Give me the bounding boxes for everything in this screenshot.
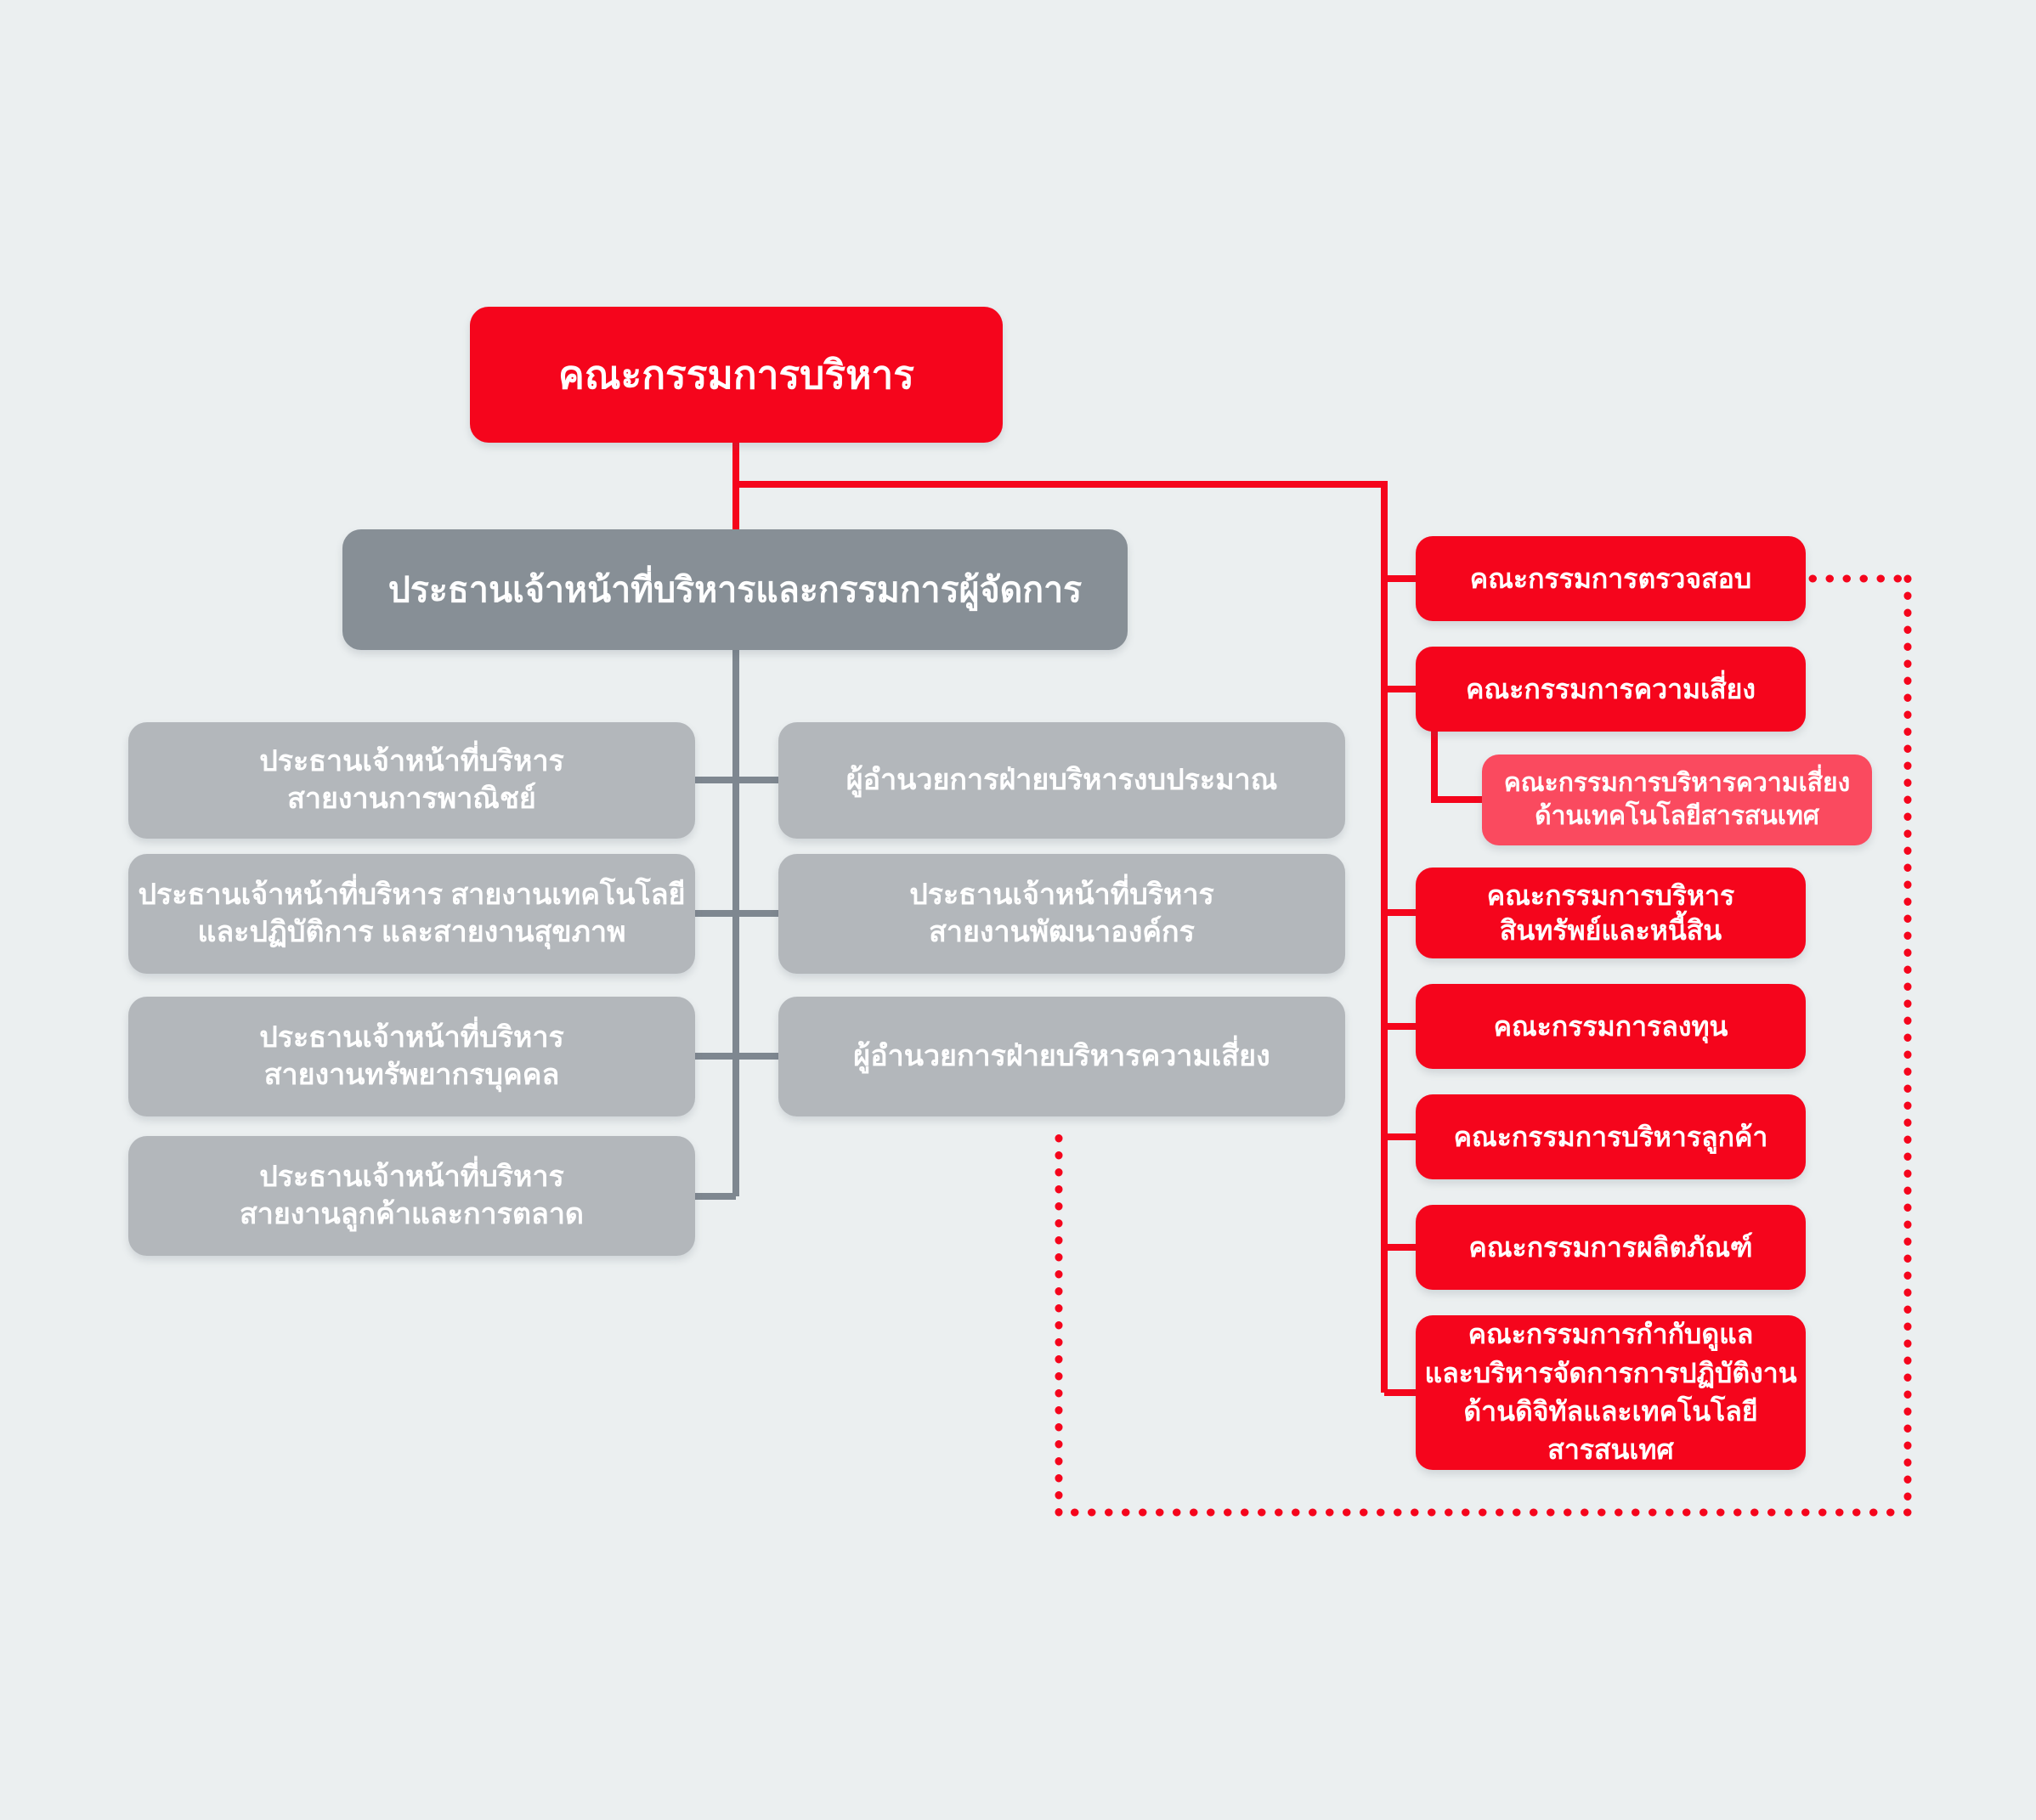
node-board-of-executive-directors: คณะกรรมการบริหาร: [470, 307, 1003, 443]
node-label: คณะกรรมการผลิตภัณฑ์: [1468, 1231, 1753, 1263]
node-asset-liability-committee: คณะกรรมการบริหาร สินทรัพย์และหนี้สิน: [1416, 868, 1806, 958]
node-label: คณะกรรมการบริหารความเสี่ยง ด้านเทคโนโลยี…: [1503, 769, 1851, 830]
node-label: ผู้อำนวยการฝ่ายบริหารงบประมาณ: [846, 763, 1278, 796]
node-customer-management-committee: คณะกรรมการบริหารลูกค้า: [1416, 1094, 1806, 1179]
node-label: ประธานเจ้าหน้าที่บริหาร สายงานทรัพยากรบุ…: [259, 1020, 564, 1091]
node-exec-customer-marketing: ประธานเจ้าหน้าที่บริหาร สายงานลูกค้าและก…: [128, 1136, 695, 1256]
node-label: คณะกรรมการความเสี่ยง: [1466, 673, 1756, 704]
node-label: คณะกรรมการบริหาร สินทรัพย์และหนี้สิน: [1486, 879, 1735, 946]
node-digital-it-governance-committee: คณะกรรมการกำกับดูแล และบริหารจัดการการปฏ…: [1416, 1315, 1806, 1470]
node-label: ประธานเจ้าหน้าที่บริหาร สายงานพัฒนาองค์ก…: [909, 878, 1214, 948]
node-label: คณะกรรมการตรวจสอบ: [1469, 562, 1752, 594]
node-label: ประธานเจ้าหน้าที่บริหาร สายงานลูกค้าและก…: [240, 1160, 584, 1230]
node-label: ประธานเจ้าหน้าที่บริหาร สายงานเทคโนโลยี …: [138, 878, 686, 948]
node-exec-technology-operations-health: ประธานเจ้าหน้าที่บริหาร สายงานเทคโนโลยี …: [128, 854, 695, 974]
node-investment-committee: คณะกรรมการลงทุน: [1416, 984, 1806, 1069]
connector-risk-to-subcommittee: [1431, 729, 1482, 803]
node-exec-commercial: ประธานเจ้าหน้าที่บริหาร สายงานการพาณิชย์: [128, 722, 695, 839]
node-label: ประธานเจ้าหน้าที่บริหาร สายงานการพาณิชย์: [259, 744, 564, 815]
node-label: คณะกรรมการลงทุน: [1493, 1010, 1728, 1042]
node-label: คณะกรรมการบริหาร: [558, 352, 914, 397]
node-risk-committee: คณะกรรมการความเสี่ยง: [1416, 647, 1806, 732]
node-exec-human-resources: ประธานเจ้าหน้าที่บริหาร สายงานทรัพยากรบุ…: [128, 997, 695, 1116]
node-product-committee: คณะกรรมการผลิตภัณฑ์: [1416, 1205, 1806, 1290]
connector-branch-to-committees: [736, 481, 1388, 1393]
node-label: ประธานเจ้าหน้าที่บริหารและกรรมการผู้จัดก…: [387, 569, 1083, 609]
node-it-risk-management-committee: คณะกรรมการบริหารความเสี่ยง ด้านเทคโนโลยี…: [1482, 755, 1872, 845]
node-label: ผู้อำนวยการฝ่ายบริหารความเสี่ยง: [853, 1039, 1270, 1072]
node-exec-organization-development: ประธานเจ้าหน้าที่บริหาร สายงานพัฒนาองค์ก…: [778, 854, 1345, 974]
node-director-risk-management: ผู้อำนวยการฝ่ายบริหารความเสี่ยง: [778, 997, 1345, 1116]
node-director-budget-management: ผู้อำนวยการฝ่ายบริหารงบประมาณ: [778, 722, 1345, 839]
node-ceo-and-managing-director: ประธานเจ้าหน้าที่บริหารและกรรมการผู้จัดก…: [342, 529, 1128, 650]
node-audit-committee: คณะกรรมการตรวจสอบ: [1416, 536, 1806, 621]
node-label: คณะกรรมการบริหารลูกค้า: [1453, 1121, 1768, 1152]
node-label: คณะกรรมการกำกับดูแล และบริหารจัดการการปฏ…: [1424, 1319, 1797, 1466]
